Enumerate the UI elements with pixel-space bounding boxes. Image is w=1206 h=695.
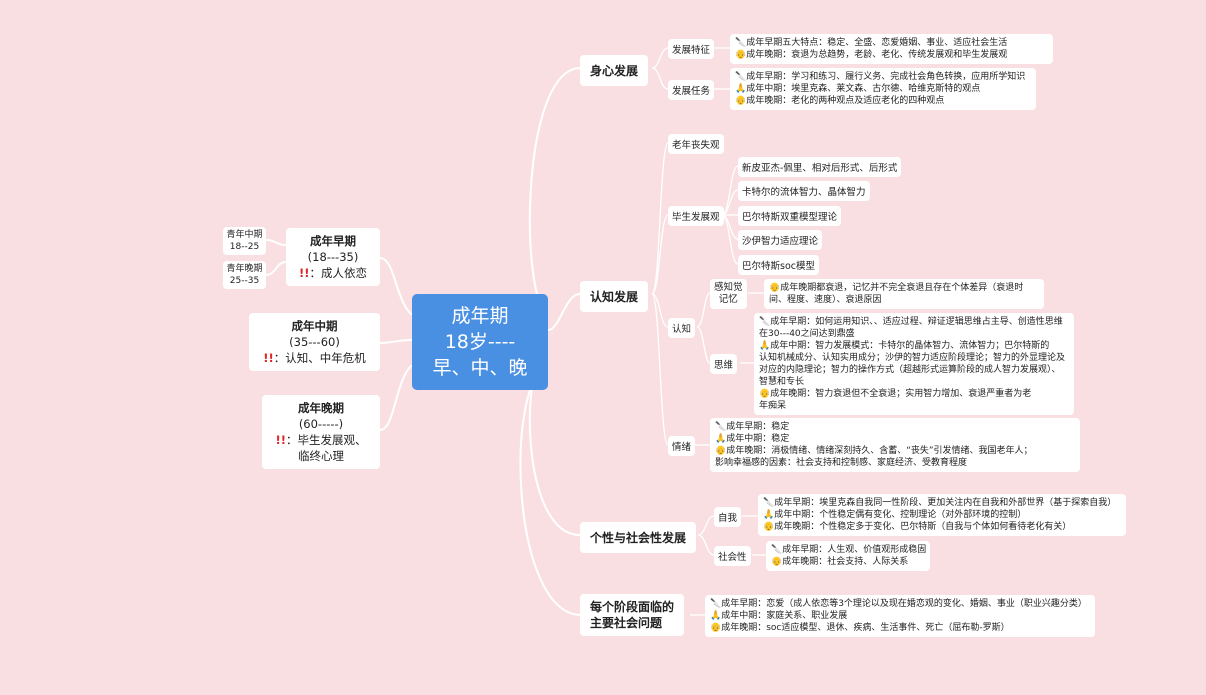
leaf-line: 影响幸福感的因素：社会支持和控制感、家庭经济、受教育程度 (715, 458, 968, 468)
leaf-line: 👴成年晚期：soc适应模型、退休、疾病、生活事件、死亡（屈布勒-罗斯） (710, 623, 1010, 633)
central-title: 成年期 (451, 305, 509, 327)
leaf-line: 在30---40之间达到鼎盛 (759, 329, 855, 339)
leaf-line: 👴成年晚期：个性稳定多于变化、巴尔特斯（自我与个体如何看待老化有关） (763, 522, 1072, 532)
node-dev-task[interactable]: 发展任务 (668, 80, 715, 100)
node-sociality[interactable]: 社会性 (714, 546, 751, 566)
leaf-lifespan-item[interactable]: 新皮亚杰-佩里、相对后形式、后形式 (738, 157, 902, 177)
node-title: 成年晚期 (298, 401, 344, 415)
node-label: 感知觉 (714, 282, 743, 293)
leaf-line: 🙏成年中期：智力发展模式：卡特尔的晶体智力、流体智力；巴尔特斯的 (759, 341, 1050, 351)
central-age: 18岁---- (444, 331, 516, 353)
leaf-line: 👴成年晚期：消极情绪、情绪深刻持久、含蓄、“丧失”引发情绪、我国老年人； (715, 446, 1033, 456)
connector (379, 257, 413, 316)
node-note: ：认知、中年危机 (273, 351, 366, 365)
leaf-lifespan-item[interactable]: 卡特尔的流体智力、晶体智力 (738, 181, 870, 201)
connector (528, 67, 581, 316)
connector (547, 293, 581, 331)
node-thinking[interactable]: 思维 (710, 354, 738, 374)
node-young-late[interactable]: 青年晚期 25--35 (223, 261, 266, 289)
node-dev-feature[interactable]: 发展特征 (668, 39, 715, 59)
node-lifespan[interactable]: 毕生发展观 (668, 206, 724, 226)
leaf-dev-feature[interactable]: 🔪成年早期五大特点：稳定、全盛、恋爱婚姻、事业、适应社会生活 👴成年晚期：衰退为… (730, 34, 1053, 64)
node-range: (35---60) (289, 335, 340, 349)
node-title: 成年中期 (291, 319, 338, 333)
node-young-mid[interactable]: 青年中期 18--25 (223, 227, 266, 255)
warning-icon: !! (299, 266, 310, 280)
branch-personality[interactable]: 个性与社会性发展 (580, 522, 697, 553)
leaf-emotion[interactable]: 🔪成年早期：稳定 🙏成年中期：稳定 👴成年晚期：消极情绪、情绪深刻持久、含蓄、“… (710, 418, 1080, 472)
warning-icon: !! (275, 433, 287, 447)
leaf-line: 智慧和专长 (759, 377, 805, 387)
branch-social-problems[interactable]: 每个阶段面临的 主要社会问题 (580, 594, 685, 636)
leaf-line: 对应的内隐理论；智力的操作方式（超越形式运算阶段的成人智力发展观）、 (759, 365, 1061, 375)
node-note-2: 临终心理 (298, 449, 344, 463)
leaf-line: 🔪成年早期：埃里克森自我同一性阶段、更加关注内在自我和外部世界（基于探索自我） (763, 498, 1117, 508)
node-label: 青年晚期 (226, 264, 263, 274)
connector (379, 364, 413, 431)
node-self[interactable]: 自我 (714, 507, 742, 527)
leaf-line: 年痴呆 (759, 401, 787, 411)
node-perception-memory[interactable]: 感知觉 记忆 (710, 279, 747, 309)
node-range: 25--35 (229, 276, 260, 286)
leaf-social-problems[interactable]: 🔪成年早期：恋爱（成人依恋等3个理论以及现在婚恋观的变化、婚姻、事业（职业兴趣分… (705, 595, 1095, 637)
node-label: 青年中期 (226, 230, 263, 240)
leaf-line: 🔪成年早期：人生观、价值观形成稳固 (771, 545, 927, 555)
leaf-line: 🔪成年早期：恋爱（成人依恋等3个理论以及现在婚恋观的变化、婚姻、事业（职业兴趣分… (710, 599, 1087, 609)
leaf-line: 👴成年晚期都衰退，记忆并不完全衰退且存在个体差异（衰退时 (769, 283, 1024, 293)
node-label: 记忆 (718, 294, 738, 305)
node-range: (60-----) (298, 417, 344, 431)
leaf-dev-task[interactable]: 🔪成年早期：学习和练习、履行义务、完成社会角色转换，应用所学知识 🙏成年中期：埃… (730, 68, 1036, 110)
central-topic[interactable]: 成年期 18岁---- 早、中、晚 (412, 294, 548, 390)
node-title: 成年早期 (310, 234, 356, 248)
leaf-line: 间、程度、速度）、衰退原因 (769, 295, 882, 305)
node-aging-loss[interactable]: 老年丧失观 (668, 134, 724, 154)
connector (265, 261, 287, 276)
leaf-sociality[interactable]: 🔪成年早期：人生观、价值观形成稳固 👴成年晚期：社会支持、人际关系 (766, 541, 930, 571)
leaf-line: 👴成年晚期：老化的两种观点及适应老化的四种观点 (735, 96, 945, 106)
leaf-line: 🙏成年中期：家庭关系、职业发展 (710, 611, 848, 621)
node-range: (18---35) (307, 250, 359, 264)
leaf-line: 🔪成年早期：如何运用知识、、适应过程、辩证逻辑思维占主导、创造性思维 (759, 317, 1063, 327)
leaf-lifespan-item[interactable]: 沙伊智力适应理论 (738, 230, 823, 250)
node-cognition[interactable]: 认知 (668, 318, 696, 338)
branch-physical-mental[interactable]: 身心发展 (580, 55, 649, 86)
leaf-perception[interactable]: 👴成年晚期都衰退，记忆并不完全衰退且存在个体差异（衰退时 间、程度、速度）、衰退… (764, 279, 1044, 309)
leaf-lifespan-item[interactable]: 巴尔特斯soc模型 (738, 255, 819, 275)
connector (519, 364, 581, 616)
leaf-line: 认知机械成分、认知实用成分；沙伊的智力适应阶段理论；智力的外显理论及 (759, 353, 1066, 363)
node-early-adulthood[interactable]: 成年早期 (18---35) !!：成人依恋 (286, 228, 380, 286)
branch-label: 主要社会问题 (590, 616, 663, 630)
leaf-lifespan-item[interactable]: 巴尔特斯双重模型理论 (738, 206, 842, 226)
node-note: ：毕生发展观、 (286, 433, 367, 447)
branch-cognitive[interactable]: 认知发展 (580, 281, 649, 312)
connector (265, 239, 287, 246)
central-stages: 早、中、晚 (432, 357, 528, 379)
node-emotion[interactable]: 情绪 (668, 436, 696, 456)
leaf-thinking[interactable]: 🔪成年早期：如何运用知识、、适应过程、辩证逻辑思维占主导、创造性思维 在30--… (754, 313, 1074, 415)
leaf-line: 🔪成年早期五大特点：稳定、全盛、恋爱婚姻、事业、适应社会生活 (735, 38, 1008, 48)
leaf-line: 🙏成年中期：个性稳定偶有变化、控制理论（对外部环境的控制） (763, 510, 1027, 520)
leaf-line: 🙏成年中期：稳定 (715, 434, 790, 444)
node-late-adulthood[interactable]: 成年晚期 (60-----) !!：毕生发展观、 临终心理 (262, 395, 380, 469)
leaf-self[interactable]: 🔪成年早期：埃里克森自我同一性阶段、更加关注内在自我和外部世界（基于探索自我） … (758, 494, 1126, 536)
warning-icon: !! (263, 351, 274, 365)
connector (379, 339, 413, 344)
node-note: ：成人依恋 (309, 266, 368, 280)
node-range: 18--25 (229, 242, 260, 252)
leaf-line: 👴成年晚期：社会支持、人际关系 (771, 557, 909, 567)
leaf-line: 👴成年晚期：智力衰退但不全衰退；实用智力增加、衰退严重者为老 (759, 389, 1032, 399)
leaf-line: 🔪成年早期：稳定 (715, 422, 790, 432)
leaf-line: 👴成年晚期：衰退为总趋势，老龄、老化、传统发展观和毕生发展观 (735, 50, 1008, 60)
leaf-line: 🙏成年中期：埃里克森、莱文森、古尔德、哈维克斯特的观点 (735, 84, 981, 94)
leaf-line: 🔪成年早期：学习和练习、履行义务、完成社会角色转换，应用所学知识 (735, 72, 1026, 82)
branch-label: 每个阶段面临的 (590, 600, 675, 614)
node-middle-adulthood[interactable]: 成年中期 (35---60) !!：认知、中年危机 (249, 313, 380, 371)
